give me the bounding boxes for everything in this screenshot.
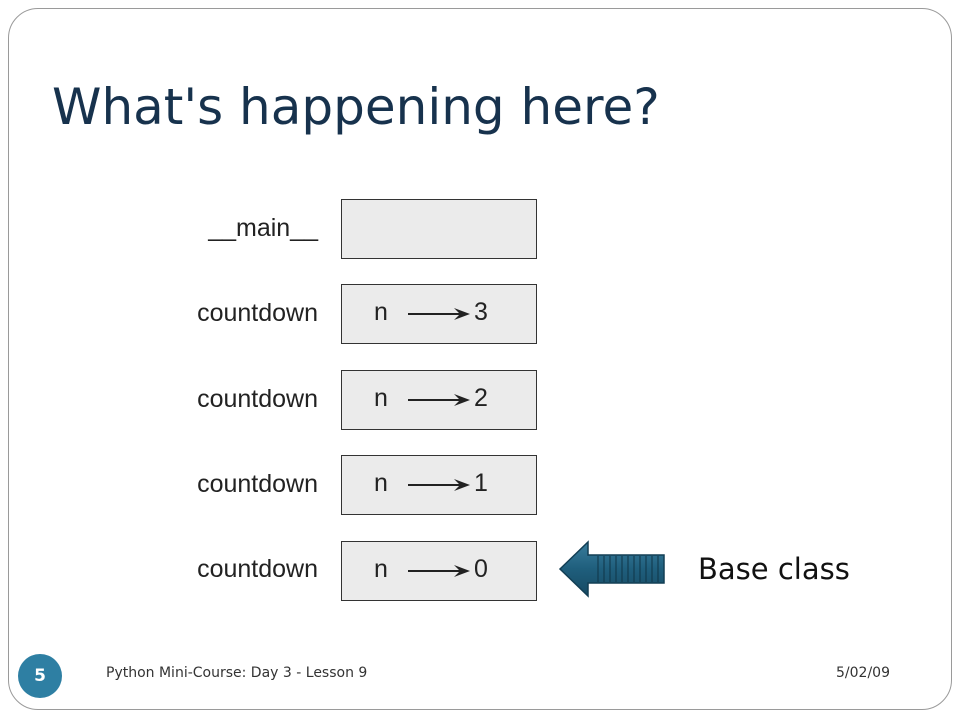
variable-name: n xyxy=(374,298,388,326)
variable-name: n xyxy=(374,555,388,583)
footer-course: Python Mini-Course: Day 3 - Lesson 9 xyxy=(106,665,368,681)
variable-name: n xyxy=(374,384,388,412)
variable-value: 3 xyxy=(474,298,488,326)
variable-value: 2 xyxy=(474,384,488,412)
stack-frame-label: countdown xyxy=(197,385,318,413)
stack-frame-box: n 2 xyxy=(341,370,537,430)
stack-frame-box: n 1 xyxy=(341,455,537,515)
right-arrow-icon xyxy=(408,565,470,577)
stack-frame-label: countdown xyxy=(197,470,318,498)
right-arrow-icon xyxy=(408,479,470,491)
stack-frame-label: countdown xyxy=(197,299,318,327)
stack-frame-box: n 3 xyxy=(341,284,537,344)
right-arrow-icon xyxy=(408,394,470,406)
variable-name: n xyxy=(374,469,388,497)
footer-date: 5/02/09 xyxy=(836,665,890,681)
variable-value: 0 xyxy=(474,555,488,583)
slide-title: What's happening here? xyxy=(52,78,660,136)
left-arrow-icon xyxy=(558,540,665,598)
stack-frame-label: countdown xyxy=(197,555,318,583)
base-class-annotation: Base class xyxy=(698,552,850,586)
right-arrow-icon xyxy=(408,308,470,320)
stack-frame-label-main: __main__ xyxy=(208,214,318,242)
stack-frame-box-main xyxy=(341,199,537,259)
stack-frame-box: n 0 xyxy=(341,541,537,601)
variable-value: 1 xyxy=(474,469,488,497)
slide-number-badge: 5 xyxy=(18,654,62,698)
